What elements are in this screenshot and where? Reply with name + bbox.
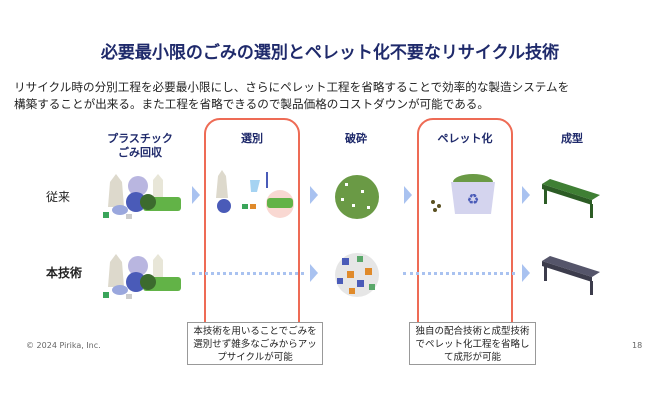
selection-highlight-box: [204, 118, 300, 356]
arrow-right-icon: [192, 186, 200, 204]
plastic-waste-icon: [103, 174, 181, 219]
column-header-crushing: 破砕: [345, 132, 367, 145]
plastic-waste-icon: [103, 254, 181, 299]
callout-pelletizing: 独自の配合技術と成型技術でペレット化工程を省略して成形が可能: [409, 322, 536, 365]
gray-bench-icon: [542, 256, 600, 295]
arrow-right-icon: [404, 186, 412, 204]
row-label-conventional: 従来: [46, 190, 71, 204]
copyright: © 2024 Pirika, Inc.: [26, 341, 101, 350]
skip-dotted-line: [403, 272, 515, 275]
arrow-right-icon: [310, 264, 318, 282]
column-header-collection: プラスチック ごみ回収: [107, 132, 173, 159]
page-title: 必要最小限のごみの選別とペレット化不要なリサイクル技術: [100, 43, 560, 63]
description-line-2: 構築することが出来る。また工程を省略できるので製品価格のコストダウンが可能である…: [14, 97, 489, 111]
arrow-right-icon: [522, 264, 530, 282]
crushed-flakes-icon: [335, 175, 379, 219]
description-line-1: リサイクル時の分別工程を必要最小限にし、さらにペレット工程を省略することで効率的…: [14, 80, 570, 94]
column-header-pelletizing: ペレット化: [437, 132, 493, 145]
arrow-right-icon: [522, 186, 530, 204]
green-bench-icon: [542, 179, 600, 218]
svg-text:♻: ♻: [467, 192, 480, 208]
callout-selection: 本技術を用いることでごみを選別せず雑多なごみからアップサイクルが可能: [187, 322, 323, 365]
column-header-molding: 成型: [561, 132, 583, 145]
row-label-this-technology: 本技術: [46, 266, 83, 280]
page-number: 18: [632, 341, 643, 350]
recycle-bin-pellets-icon: ♻: [431, 174, 495, 214]
mixed-flakes-icon: [335, 253, 379, 297]
arrow-right-icon: [310, 186, 318, 204]
sorted-waste-icon: [216, 170, 294, 218]
pellet-highlight-box: [417, 118, 513, 356]
skip-dotted-line: [192, 272, 304, 275]
column-header-selection: 選別: [241, 132, 263, 145]
